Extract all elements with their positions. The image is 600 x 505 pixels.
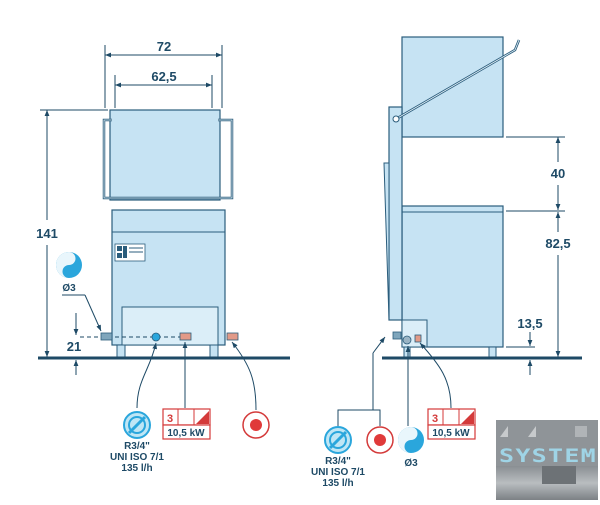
side-hood-opening: 40 bbox=[551, 166, 565, 181]
front-water-spec-1: R3/4" bbox=[124, 441, 150, 452]
side-water-spec-2: UNI ISO 7/1 bbox=[311, 467, 365, 478]
front-power-phases: 3 bbox=[167, 413, 173, 425]
side-equipotential-icon bbox=[366, 426, 394, 454]
control-panel-label bbox=[114, 243, 146, 262]
front-view bbox=[80, 109, 239, 359]
front-drain-icon bbox=[56, 252, 82, 278]
logo-text: SYSTEM bbox=[499, 445, 597, 467]
front-leader-lines bbox=[136, 341, 257, 411]
side-leader-lines bbox=[337, 336, 452, 426]
front-service-panel bbox=[121, 306, 219, 346]
side-power-box bbox=[427, 408, 476, 440]
front-water-connector bbox=[151, 332, 161, 342]
front-dimensions bbox=[38, 45, 290, 375]
front-height-total: 141 bbox=[36, 226, 58, 241]
side-water-spec-1: R3/4" bbox=[325, 456, 351, 467]
side-power-phases: 3 bbox=[432, 413, 438, 425]
side-connection-height: 13,5 bbox=[517, 316, 542, 331]
front-power-connector bbox=[179, 332, 192, 341]
side-drain-diameter: Ø3 bbox=[404, 458, 418, 469]
front-water-inlet-icon bbox=[123, 411, 151, 439]
side-water-spec-3: 135 l/h bbox=[322, 478, 353, 489]
front-drain-connector bbox=[100, 332, 113, 341]
front-width-inner: 62,5 bbox=[151, 69, 176, 84]
front-water-spec-2: UNI ISO 7/1 bbox=[110, 452, 164, 463]
front-equipotential-icon bbox=[242, 411, 270, 439]
front-drain-diameter: Ø3 bbox=[62, 283, 76, 294]
side-door-frame bbox=[388, 106, 403, 321]
side-dimensions bbox=[382, 136, 582, 375]
front-equipotential-connector bbox=[226, 332, 239, 341]
front-connection-height: 21 bbox=[67, 339, 81, 354]
side-view bbox=[383, 36, 521, 359]
front-water-spec-3: 135 l/h bbox=[121, 463, 152, 474]
front-power-rating: 10,5 kW bbox=[167, 428, 205, 439]
front-power-box bbox=[162, 408, 211, 440]
system-logo: SYSTEM bbox=[496, 420, 598, 500]
front-width-outer: 72 bbox=[157, 39, 171, 54]
front-hood bbox=[109, 109, 221, 201]
side-power-rating: 10,5 kW bbox=[432, 428, 470, 439]
side-water-inlet-icon bbox=[324, 426, 352, 454]
side-drain-icon bbox=[398, 427, 424, 453]
side-body-height: 82,5 bbox=[545, 236, 570, 251]
